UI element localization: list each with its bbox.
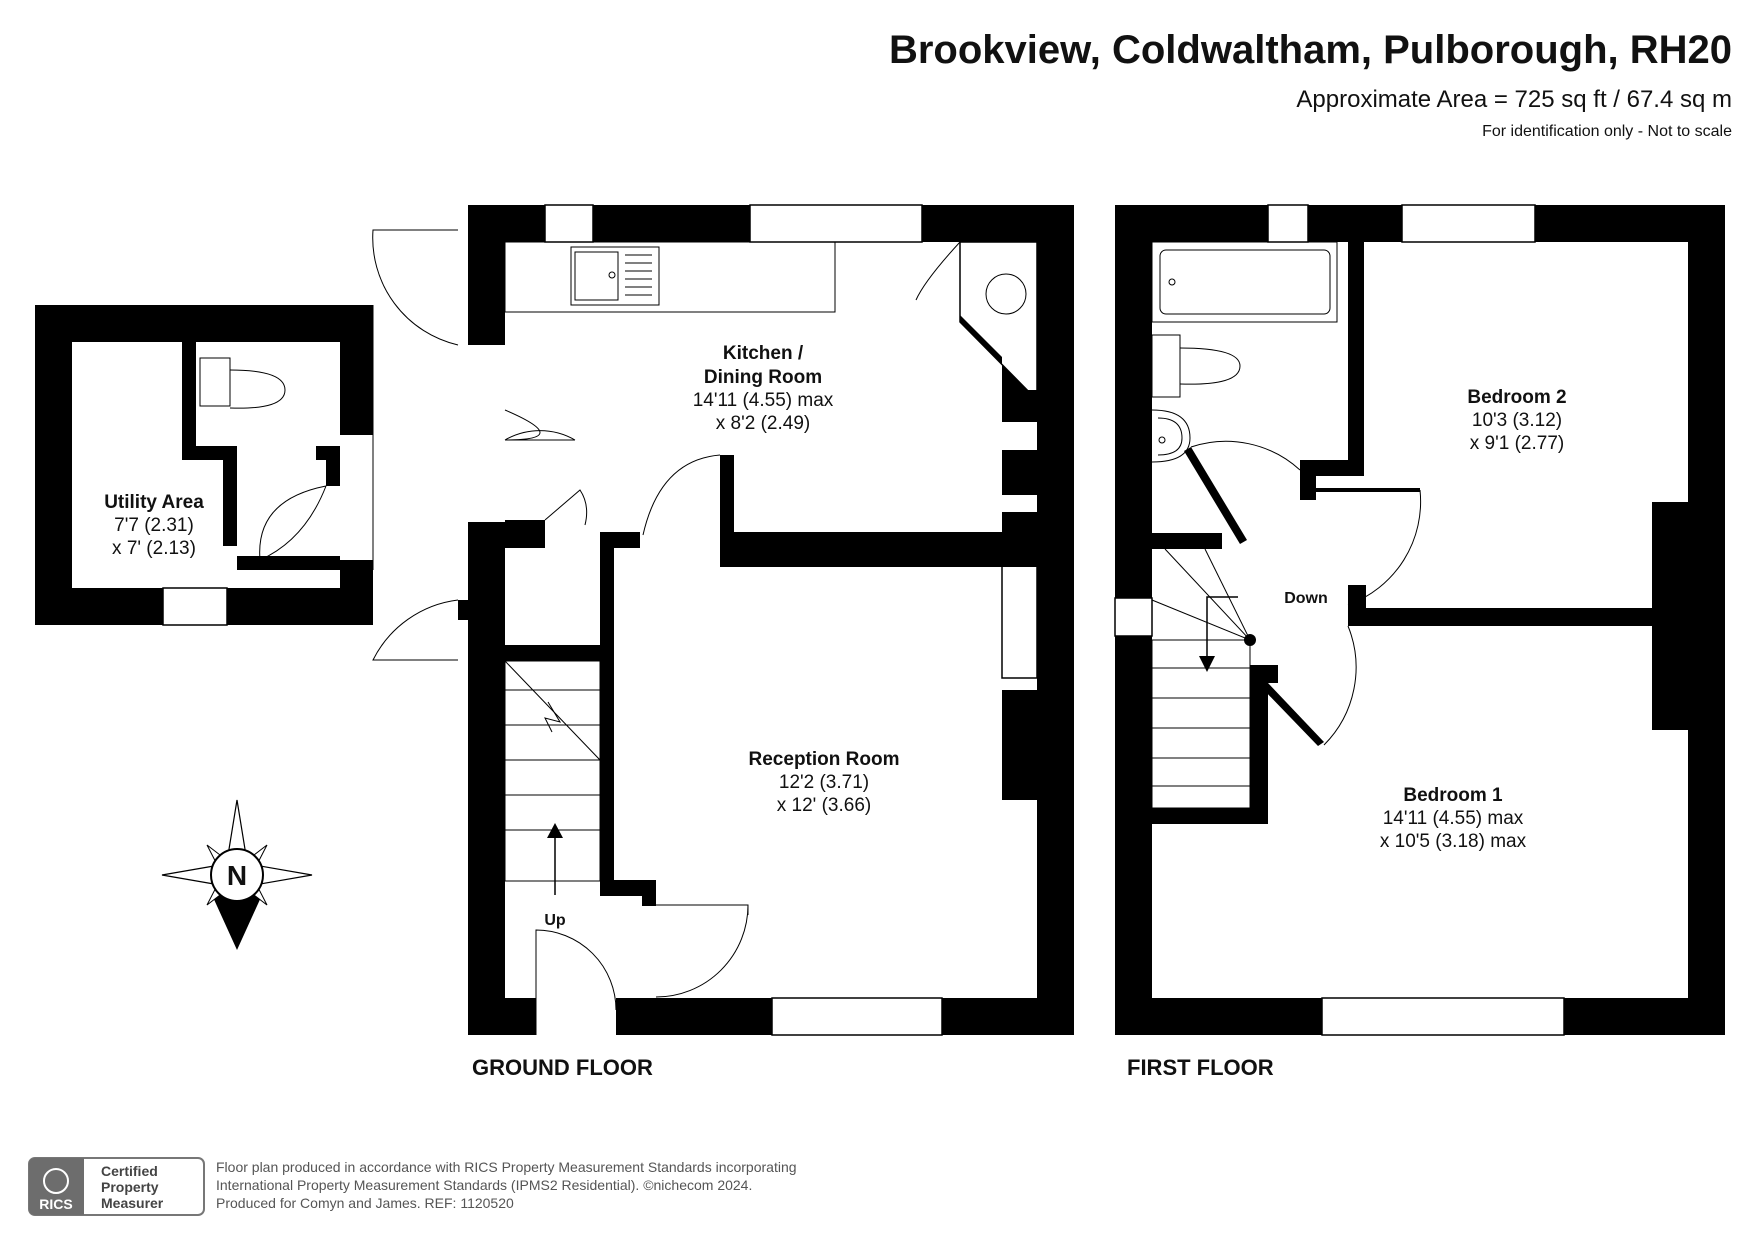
badge-text: Property xyxy=(101,1179,159,1195)
room-label-utility: Utility Area 7'7 (2.31) x 7' (2.13) xyxy=(104,492,204,559)
footer-text: Produced for Comyn and James. REF: 11205… xyxy=(216,1195,514,1211)
room-dimension: 7'7 (2.31) xyxy=(114,515,194,536)
first-floor xyxy=(1114,204,1725,1036)
footer-text: Floor plan produced in accordance with R… xyxy=(216,1159,797,1175)
room-dimension: x 12' (3.66) xyxy=(777,795,871,816)
window xyxy=(1114,597,1153,637)
room-label-bedroom1: Bedroom 1 14'11 (4.55) max x 10'5 (3.18)… xyxy=(1380,785,1527,852)
window xyxy=(1267,204,1309,243)
badge-text: Measurer xyxy=(101,1195,164,1211)
room-dimension: x 7' (2.13) xyxy=(112,538,196,559)
footer-text: International Property Measurement Stand… xyxy=(216,1177,752,1193)
compass-icon: N xyxy=(161,799,313,950)
rics-badge: RICS Certified Property Measurer xyxy=(28,1157,205,1216)
window xyxy=(1321,997,1565,1036)
room-dimension: x 8'2 (2.49) xyxy=(716,413,810,434)
disclaimer-note: For identification only - Not to scale xyxy=(1482,123,1732,140)
utility-annexe xyxy=(35,305,373,626)
compass-north-label: N xyxy=(227,860,247,891)
room-name: Utility Area xyxy=(104,492,204,513)
room-name: Bedroom 2 xyxy=(1467,387,1566,408)
room-dimension: 14'11 (4.55) max xyxy=(1383,808,1524,829)
stair-down-label: Down xyxy=(1284,590,1328,607)
room-name: Dining Room xyxy=(704,367,822,388)
page-title: Brookview, Coldwaltham, Pulborough, RH20 xyxy=(889,28,1732,72)
window xyxy=(544,204,594,243)
window xyxy=(749,204,923,243)
window xyxy=(771,997,943,1036)
window xyxy=(1001,565,1038,679)
room-dimension: 12'2 (3.71) xyxy=(779,772,869,793)
rics-logo-text: RICS xyxy=(39,1196,72,1212)
room-dimension: 10'3 (3.12) xyxy=(1472,410,1562,431)
stair-up-label: Up xyxy=(544,912,566,929)
room-name: Bedroom 1 xyxy=(1403,785,1503,806)
rics-logo-icon xyxy=(43,1168,69,1194)
area-summary: Approximate Area = 725 sq ft / 67.4 sq m xyxy=(1296,86,1732,113)
room-label-kitchen: Kitchen / Dining Room 14'11 (4.55) max x… xyxy=(693,343,834,434)
room-dimension: x 9'1 (2.77) xyxy=(1470,433,1564,454)
room-name: Kitchen / xyxy=(723,343,804,364)
room-label-bedroom2: Bedroom 2 10'3 (3.12) x 9'1 (2.77) xyxy=(1467,387,1566,454)
ground-floor-label: GROUND FLOOR xyxy=(472,1055,653,1080)
room-name: Reception Room xyxy=(749,749,900,770)
first-floor-label: FIRST FLOOR xyxy=(1127,1055,1274,1080)
room-dimension: 14'11 (4.55) max xyxy=(693,390,834,411)
window xyxy=(162,587,228,626)
room-dimension: x 10'5 (3.18) max xyxy=(1380,831,1527,852)
badge-text: Certified xyxy=(101,1163,158,1179)
ground-floor xyxy=(372,204,1074,1036)
room-label-reception: Reception Room 12'2 (3.71) x 12' (3.66) xyxy=(749,749,900,816)
window xyxy=(1401,204,1536,243)
